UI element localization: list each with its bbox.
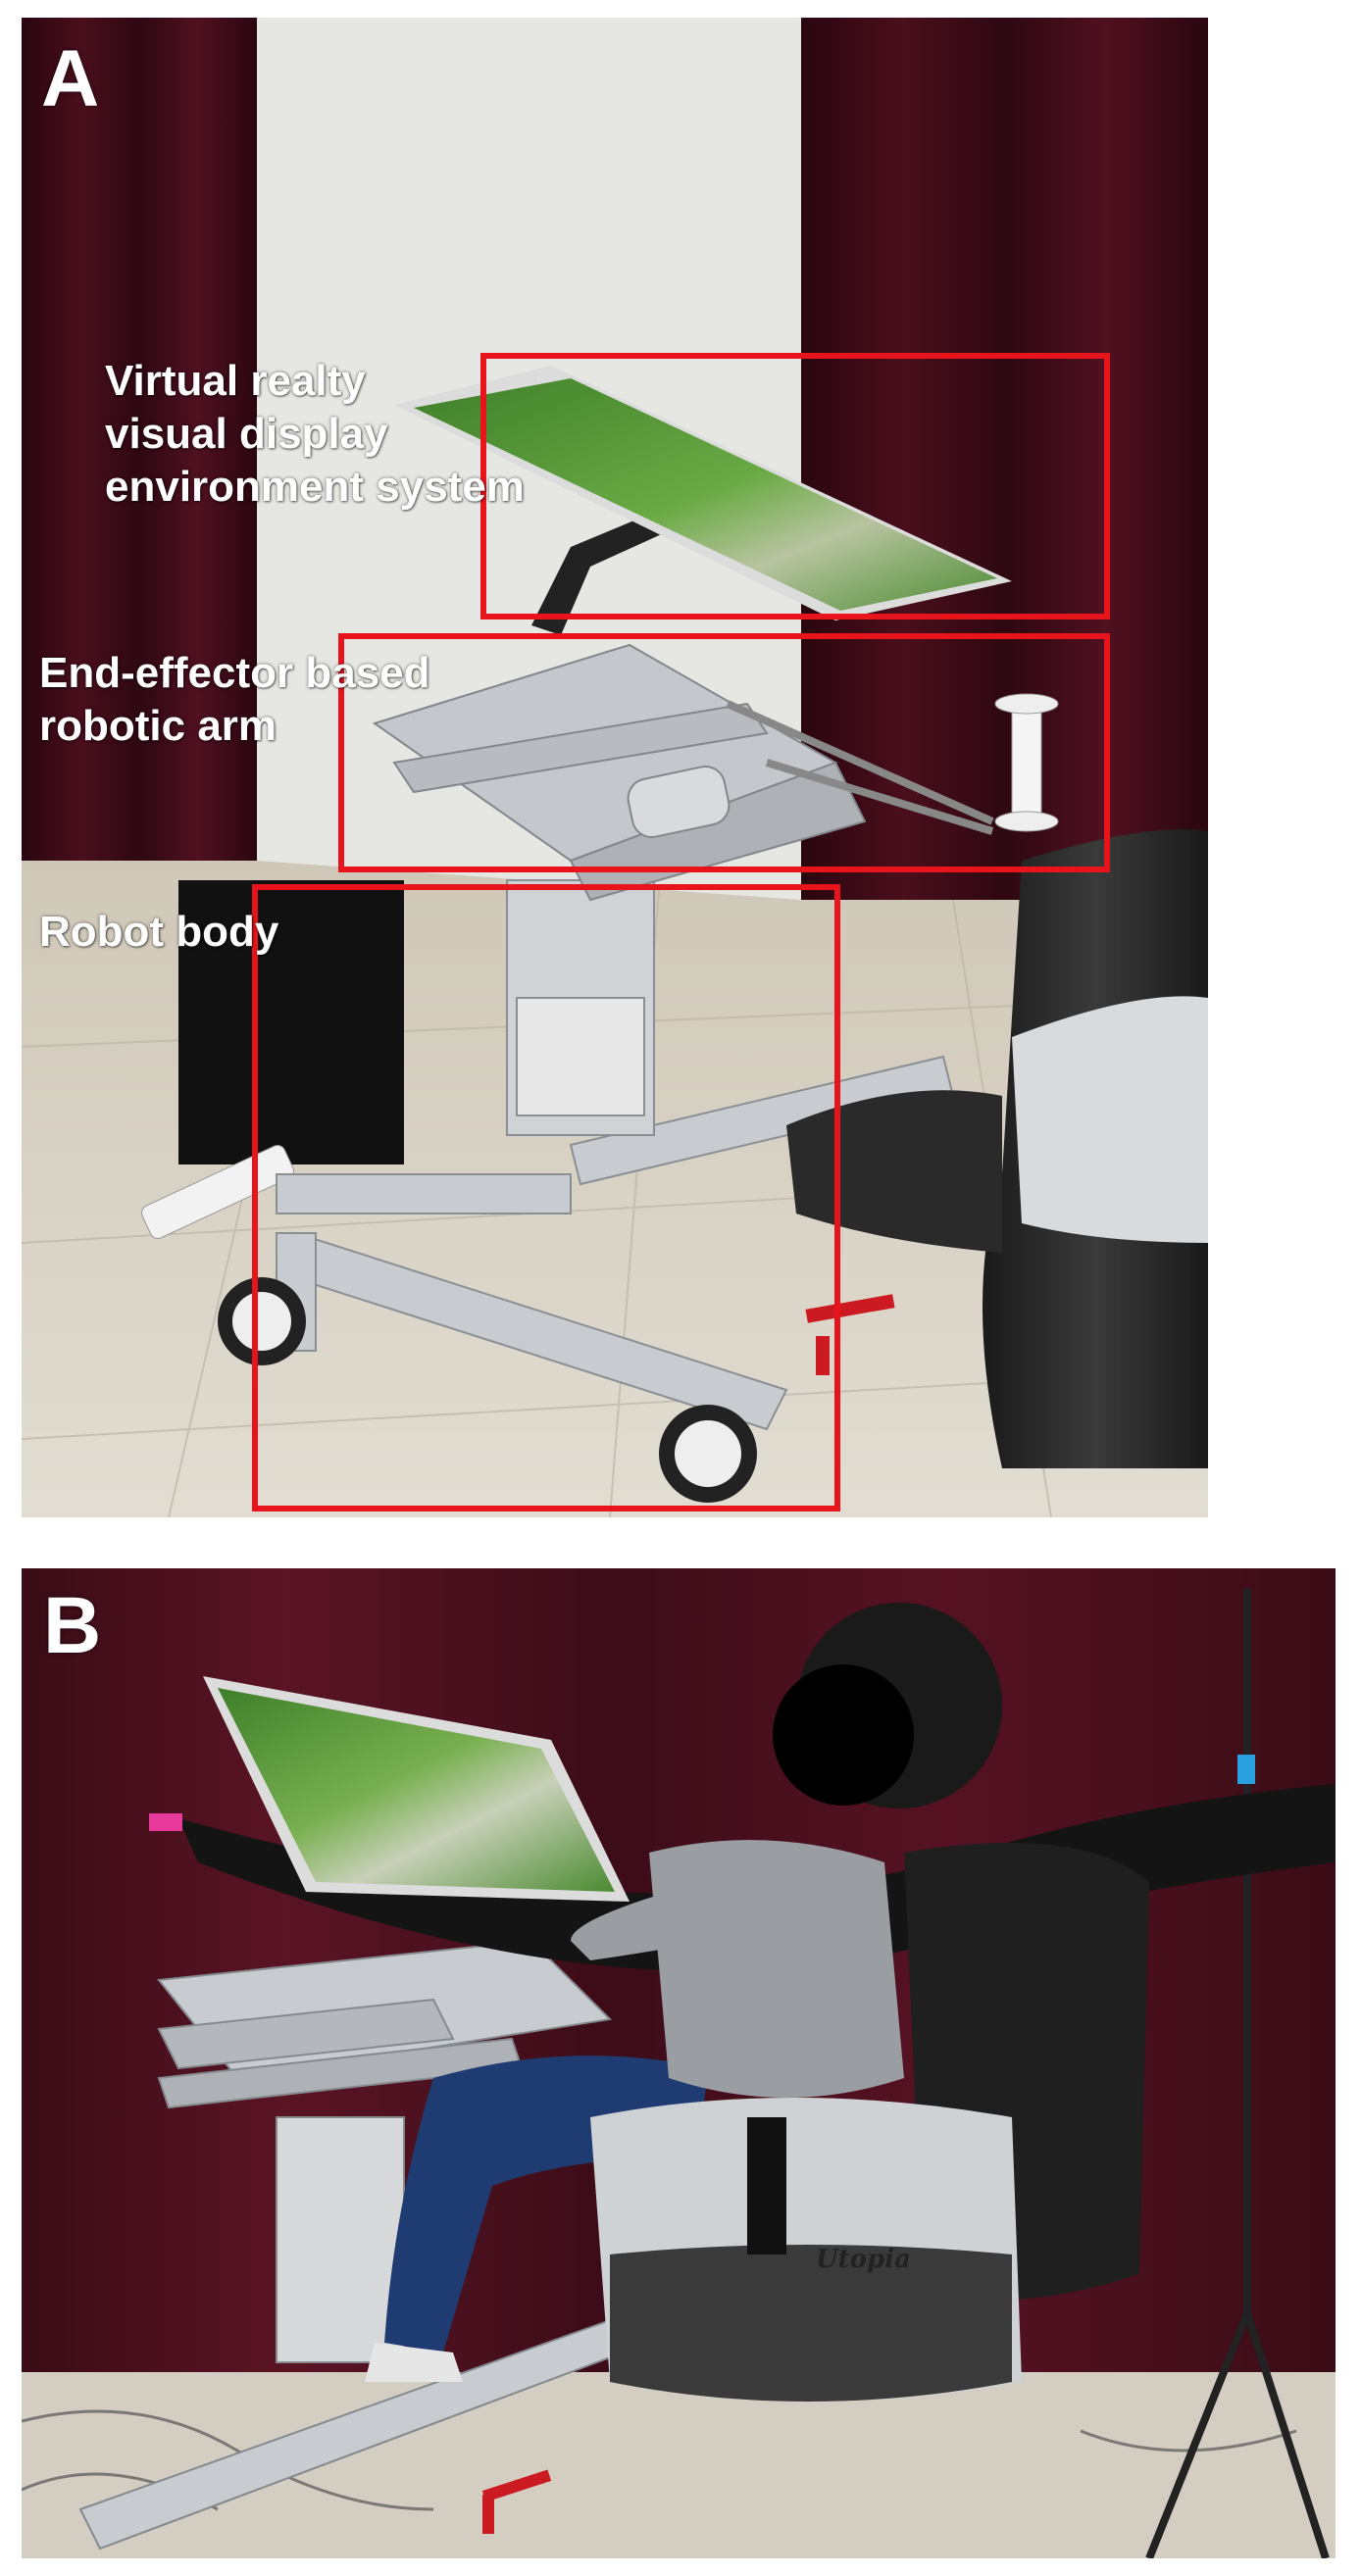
panel-a-scene bbox=[22, 18, 1208, 1517]
blue-tape bbox=[1237, 1755, 1255, 1784]
chair bbox=[590, 1843, 1149, 2402]
panel-a-photo: A Virtual realty visual display environm… bbox=[22, 18, 1208, 1517]
panel-b-photo: B Utopia bbox=[22, 1568, 1336, 2558]
black-drape bbox=[178, 1784, 1336, 1972]
panel-letter-a: A bbox=[41, 34, 100, 124]
pink-tape bbox=[149, 1813, 182, 1831]
robotic-arm-frame bbox=[372, 643, 994, 902]
panel-b-scene bbox=[22, 1568, 1336, 2558]
floor-marks bbox=[805, 1294, 895, 1375]
pc-tower bbox=[178, 880, 404, 1164]
right-curtain bbox=[801, 18, 1208, 900]
vr-monitor bbox=[203, 1676, 630, 1902]
chair-brand-label: Utopia bbox=[816, 2245, 911, 2274]
robotic-arm-label: End-effector based robotic arm bbox=[39, 649, 430, 750]
robot-body-annotation-box bbox=[252, 884, 840, 1511]
panel-letter-b: B bbox=[43, 1581, 102, 1670]
tripod bbox=[1145, 1588, 1330, 2558]
left-curtain bbox=[22, 18, 257, 861]
robot-frame bbox=[78, 1939, 651, 2551]
handle bbox=[994, 693, 1059, 832]
robotic-arm-annotation-box bbox=[338, 633, 1110, 872]
wheels bbox=[218, 1277, 757, 1503]
vr-display-label: Virtual realty visual display environmen… bbox=[105, 357, 525, 511]
vr-display-annotation-box bbox=[480, 353, 1110, 619]
vr-monitor bbox=[394, 366, 1012, 620]
chair bbox=[786, 829, 1208, 1468]
robot-body-label: Robot body bbox=[39, 908, 279, 956]
floor-mark bbox=[481, 2469, 552, 2534]
